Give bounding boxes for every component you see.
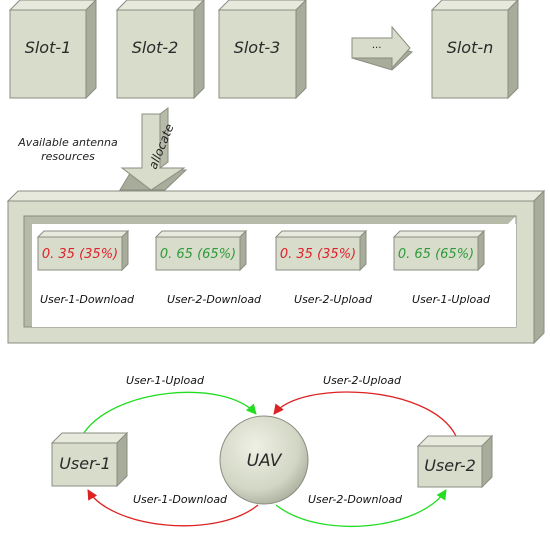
uav-label: UAV [247,451,283,471]
user1-upload-arrow [81,391,257,437]
user1-label: User-1 [59,454,111,473]
user2-download-label: User-2-Download [308,493,403,506]
ellipsis-text: ... [372,40,382,51]
slot-box-1: Slot-1 [8,0,97,100]
allocation-box-4: 0. 65 (65%) [392,229,486,272]
user2-label: User-2 [424,456,476,475]
resources-label-line1: Available antenna [17,136,118,149]
allocation-value: 0. 35 (35%) [42,247,118,262]
slot-box-3: Slot-3 [217,0,307,100]
allocation-label: User-2-Download [167,293,262,306]
slot-label: Slot-1 [25,38,72,57]
allocate-arrow: allocate [119,107,188,191]
slot-label: Slot-3 [234,38,281,57]
allocation-value: 0. 65 (65%) [160,247,236,262]
allocation-box-1: 0. 35 (35%) [36,229,130,272]
slot-box-2: Slot-2 [115,0,205,100]
user1-download-arrow [87,489,259,527]
allocation-value: 0. 65 (65%) [398,247,474,262]
user2-upload-label: User-2-Upload [323,374,402,387]
user1-upload-label: User-1-Upload [126,374,205,387]
slot-box-n: Slot-n [430,0,519,100]
slot-label: Slot-2 [132,38,179,57]
resources-label-line2: resources [41,150,95,163]
allocation-box-3: 0. 35 (35%) [274,229,368,272]
user2-download-arrow [275,489,447,528]
allocation-label: User-1-Download [40,293,135,306]
allocation-label: User-2-Upload [294,293,373,306]
ellipsis-arrow: ... [351,25,413,71]
allocation-box-2: 0. 65 (65%) [154,229,248,272]
allocation-value: 0. 35 (35%) [280,247,356,262]
user2-upload-arrow [273,391,457,437]
allocation-label: User-1-Upload [412,293,491,306]
slot-label: Slot-n [447,38,494,57]
user2-node: User-2 [416,434,494,489]
user1-node: User-1 [50,431,129,488]
uav-node: UAV [219,415,309,505]
user1-download-label: User-1-Download [133,493,228,506]
